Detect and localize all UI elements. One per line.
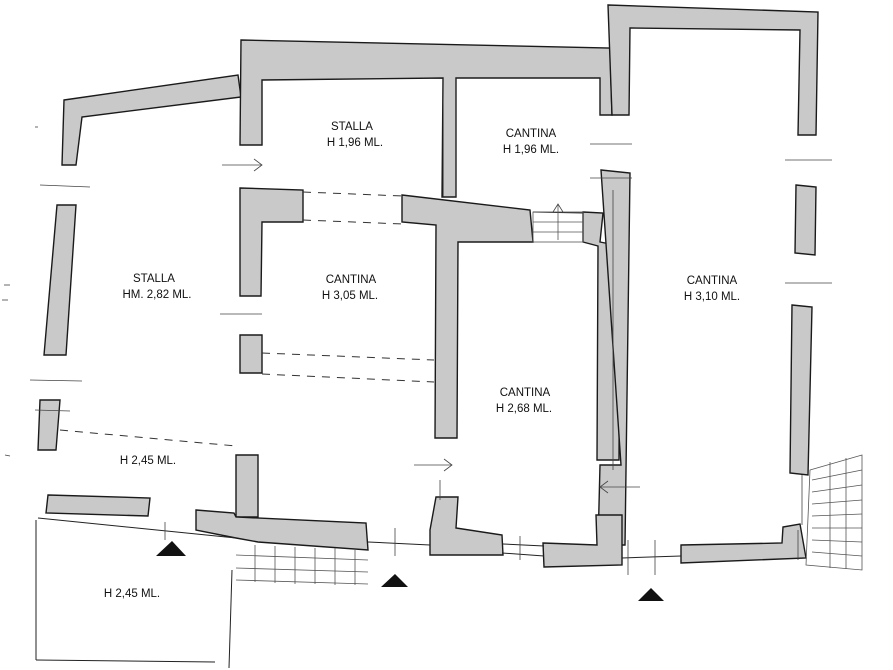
wall-line (35, 659, 216, 663)
room-name: STALLA (331, 121, 373, 133)
wall-left-top (61, 74, 242, 166)
arrow-up-icon (552, 203, 564, 213)
wall-right-bottom (680, 523, 807, 564)
entrance-marker (381, 574, 408, 587)
wall-bottom-center-a (429, 496, 504, 556)
dashed-line (261, 352, 435, 361)
room-cantina-center: CANTINA H 3,05 ML. (322, 274, 378, 302)
room-height: H 3,10 ML. (684, 291, 740, 303)
room-cantina-right: CANTINA H 3,10 ML. (684, 275, 740, 303)
room-height: H 3,05 ML. (322, 290, 378, 302)
room-height: H 1,96 ML. (503, 144, 559, 156)
wall-right-side-mid (794, 184, 817, 256)
stairs-bottom (235, 545, 369, 585)
arrow-left-icon (599, 480, 640, 494)
room-outside-porch: H 2,45 ML. (104, 588, 160, 600)
room-stalla-top: STALLA H 1,96 ML. (327, 121, 383, 149)
wall-line (228, 569, 233, 669)
room-height: H 2,45 ML. (120, 455, 176, 467)
wall-line (502, 543, 545, 547)
wall-cantina-left-upper (239, 187, 304, 297)
arrow-right-icon (414, 458, 453, 472)
entrance-marker (156, 541, 186, 556)
stairs-right (805, 454, 863, 571)
room-height: HM. 2,82 ML. (122, 289, 191, 301)
stairs-center-top (532, 205, 584, 243)
dimension-ticks (29, 143, 832, 575)
wall-top-center (239, 39, 613, 198)
room-name: CANTINA (326, 274, 377, 286)
wall-line (367, 541, 431, 546)
dashed-line (302, 219, 404, 225)
room-name: CANTINA (687, 275, 738, 287)
room-height: H 2,68 ML. (496, 403, 552, 415)
wall-left-side-upper (43, 204, 77, 356)
dashed-line (59, 429, 237, 447)
entrance-marker (638, 588, 664, 601)
room-lower-left: H 2,45 ML. (120, 455, 176, 467)
wall-cantina-left-lower (235, 454, 259, 518)
wall-line (501, 552, 545, 557)
room-height: H 1,96 ML. (327, 137, 383, 149)
wall-bottom-left (195, 509, 369, 551)
room-stalla-left: STALLA HM. 2,82 ML. (122, 273, 191, 301)
wall-cantina-left-mid (239, 334, 263, 374)
wall-right-top (607, 4, 819, 136)
dashed-line (302, 191, 404, 197)
wall-line (37, 517, 237, 539)
wall-left-bottom (45, 494, 151, 517)
wall-left-side-lower (37, 399, 61, 451)
room-name: CANTINA (506, 128, 557, 140)
room-name: CANTINA (500, 387, 551, 399)
wall-right-side-lower (789, 304, 813, 476)
wall-bottom-center-b (542, 514, 623, 568)
room-cantina-middle: CANTINA H 2,68 ML. (496, 387, 552, 415)
room-cantina-top: CANTINA H 1,96 ML. (503, 128, 559, 156)
dashed-line (261, 373, 435, 383)
room-name: STALLA (133, 273, 175, 285)
wall-line (621, 555, 682, 559)
wall-center-junction (401, 194, 534, 439)
scan-marks (2, 126, 38, 457)
arrow-right-icon (222, 158, 263, 172)
room-height: H 2,45 ML. (104, 588, 160, 600)
